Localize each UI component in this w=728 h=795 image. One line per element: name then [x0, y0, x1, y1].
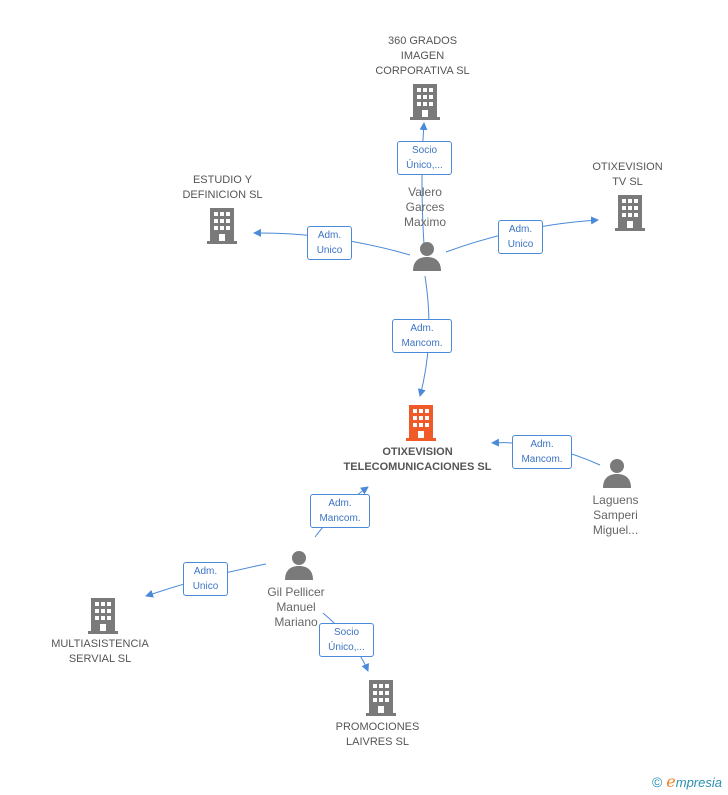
company-label-main[interactable]: OTIXEVISION TELECOMUNICACIONES SL — [343, 446, 492, 473]
company-label-tv[interactable]: OTIXEVISION TV SL — [592, 161, 663, 188]
person-icon-gil[interactable] — [284, 550, 314, 580]
person-label-gil[interactable]: Gil Pellicer Manuel Mariano — [267, 585, 325, 629]
edge-label-laguens-main: Adm. Mancom. — [512, 435, 572, 469]
person-icon-valero[interactable] — [412, 241, 442, 271]
company-label-multi[interactable]: MULTIASISTENCIA SERVIAL SL — [51, 638, 149, 665]
copyright-icon: © — [651, 774, 663, 790]
edge-valero-grados — [419, 122, 428, 246]
empresia-footer[interactable]: ©empresia — [652, 772, 722, 791]
person-icon-laguens[interactable] — [602, 458, 632, 488]
edge-label-valero-main: Adm. Mancom. — [392, 319, 452, 353]
building-icon-tv[interactable] — [615, 195, 645, 231]
company-label-grados[interactable]: 360 GRADOS IMAGEN CORPORATIVA SL — [375, 35, 470, 77]
person-label-valero[interactable]: Valero Garces Maximo — [403, 185, 446, 229]
brand-initial: e — [666, 772, 676, 791]
edge-label-valero-tv: Adm. Unico — [498, 220, 543, 254]
company-label-promo[interactable]: PROMOCIONES LAIVRES SL — [335, 721, 420, 748]
building-icon-multi[interactable] — [88, 598, 118, 634]
edge-label-valero-grados: Socio Único,... — [397, 141, 452, 175]
edge-label-valero-estudio: Adm. Unico — [307, 226, 352, 260]
person-label-laguens[interactable]: Laguens Samperi Miguel... — [592, 493, 639, 537]
building-icon-main[interactable] — [406, 405, 436, 441]
edge-label-gil-main: Adm. Mancom. — [310, 494, 370, 528]
building-icon-promo[interactable] — [366, 680, 396, 716]
building-icon-estudio[interactable] — [207, 208, 237, 244]
building-icon-grados[interactable] — [410, 84, 440, 120]
edge-label-gil-promo: Socio Único,... — [319, 623, 374, 657]
company-label-estudio[interactable]: ESTUDIO Y DEFINICION SL — [182, 174, 263, 201]
brand-name: mpresia — [675, 775, 722, 790]
edge-label-gil-multi: Adm. Unico — [183, 562, 228, 596]
